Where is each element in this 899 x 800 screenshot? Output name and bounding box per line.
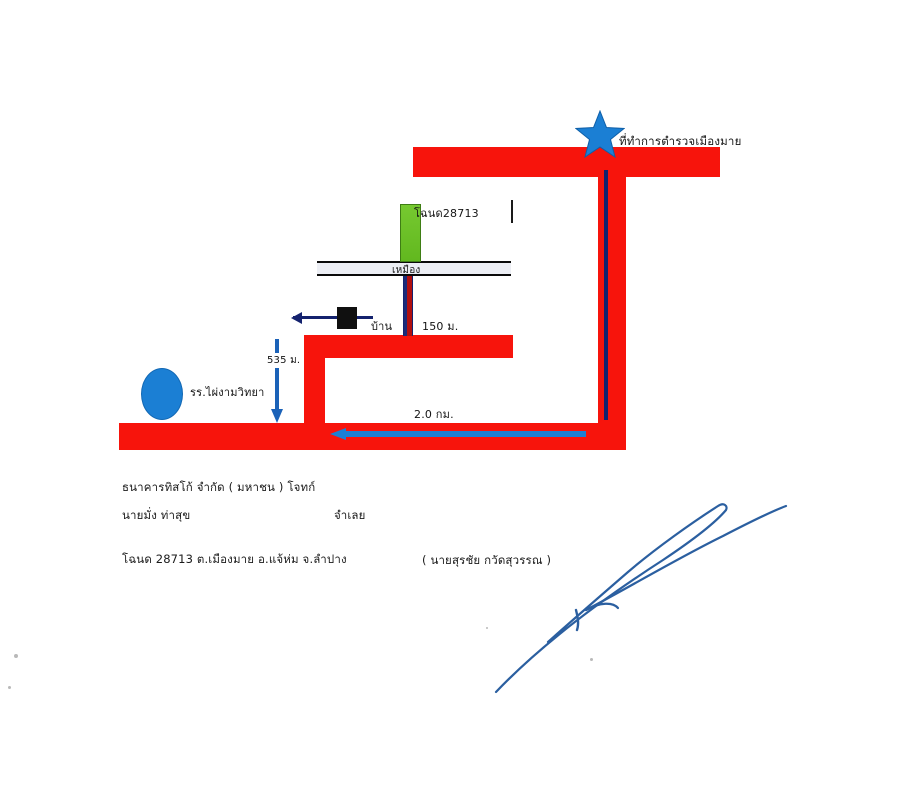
distance-535m-label: 535 ม. <box>266 353 302 368</box>
arrow-left-icon-house <box>291 312 302 324</box>
scan-speck <box>590 658 593 661</box>
canal-label: เหมือง <box>392 265 421 276</box>
caption-line-plaintiff: ธนาคารทิสโก้ จำกัด ( มหาชน ) โจทก์ <box>122 480 316 494</box>
arrow-down-icon-535m <box>271 339 283 423</box>
house-block-icon <box>337 307 357 329</box>
star-icon <box>575 110 625 158</box>
caption-line-defendant-name: นายมั่ง ท่าสุข <box>122 508 191 522</box>
scan-speck <box>8 686 11 689</box>
road-middle-vertical <box>304 335 325 435</box>
distance-2km-label: 2.0 กม. <box>414 408 454 421</box>
caption-line-deed-location: โฉนด 28713 ต.เมืองมาย อ.แจ้ห่ม จ.ลำปาง <box>122 552 347 566</box>
access-path-blue-edge <box>404 276 407 336</box>
road-middle-horizontal <box>304 335 513 358</box>
canal-band <box>317 261 511 276</box>
house-label: บ้าน <box>371 320 393 333</box>
land-plot-label: โฉนด28713 <box>414 207 479 220</box>
scan-speck <box>14 654 18 658</box>
arrow-left-icon-bottom <box>330 428 586 440</box>
school-label: รร.ไผ่งามวิทยา <box>190 386 265 399</box>
distance-150m-label: 150 ม. <box>422 320 459 333</box>
right-road-blue-line <box>604 170 608 420</box>
handwritten-signature <box>494 503 788 694</box>
police-station-label: ที่ทำการตำรวจเมืองมาย <box>619 134 742 148</box>
signer-name: ( นายสุรชัย กวัดสุวรรณ ) <box>422 553 552 567</box>
road-right-vertical <box>598 147 626 450</box>
caption-line-defendant-party: จำเลย <box>334 508 366 522</box>
tick-mark <box>511 200 513 223</box>
scan-speck <box>486 627 488 629</box>
road-top-horizontal <box>413 147 720 177</box>
land-plot-28713 <box>400 204 421 262</box>
house-access-line <box>293 316 373 319</box>
school-circle-icon <box>141 368 183 420</box>
